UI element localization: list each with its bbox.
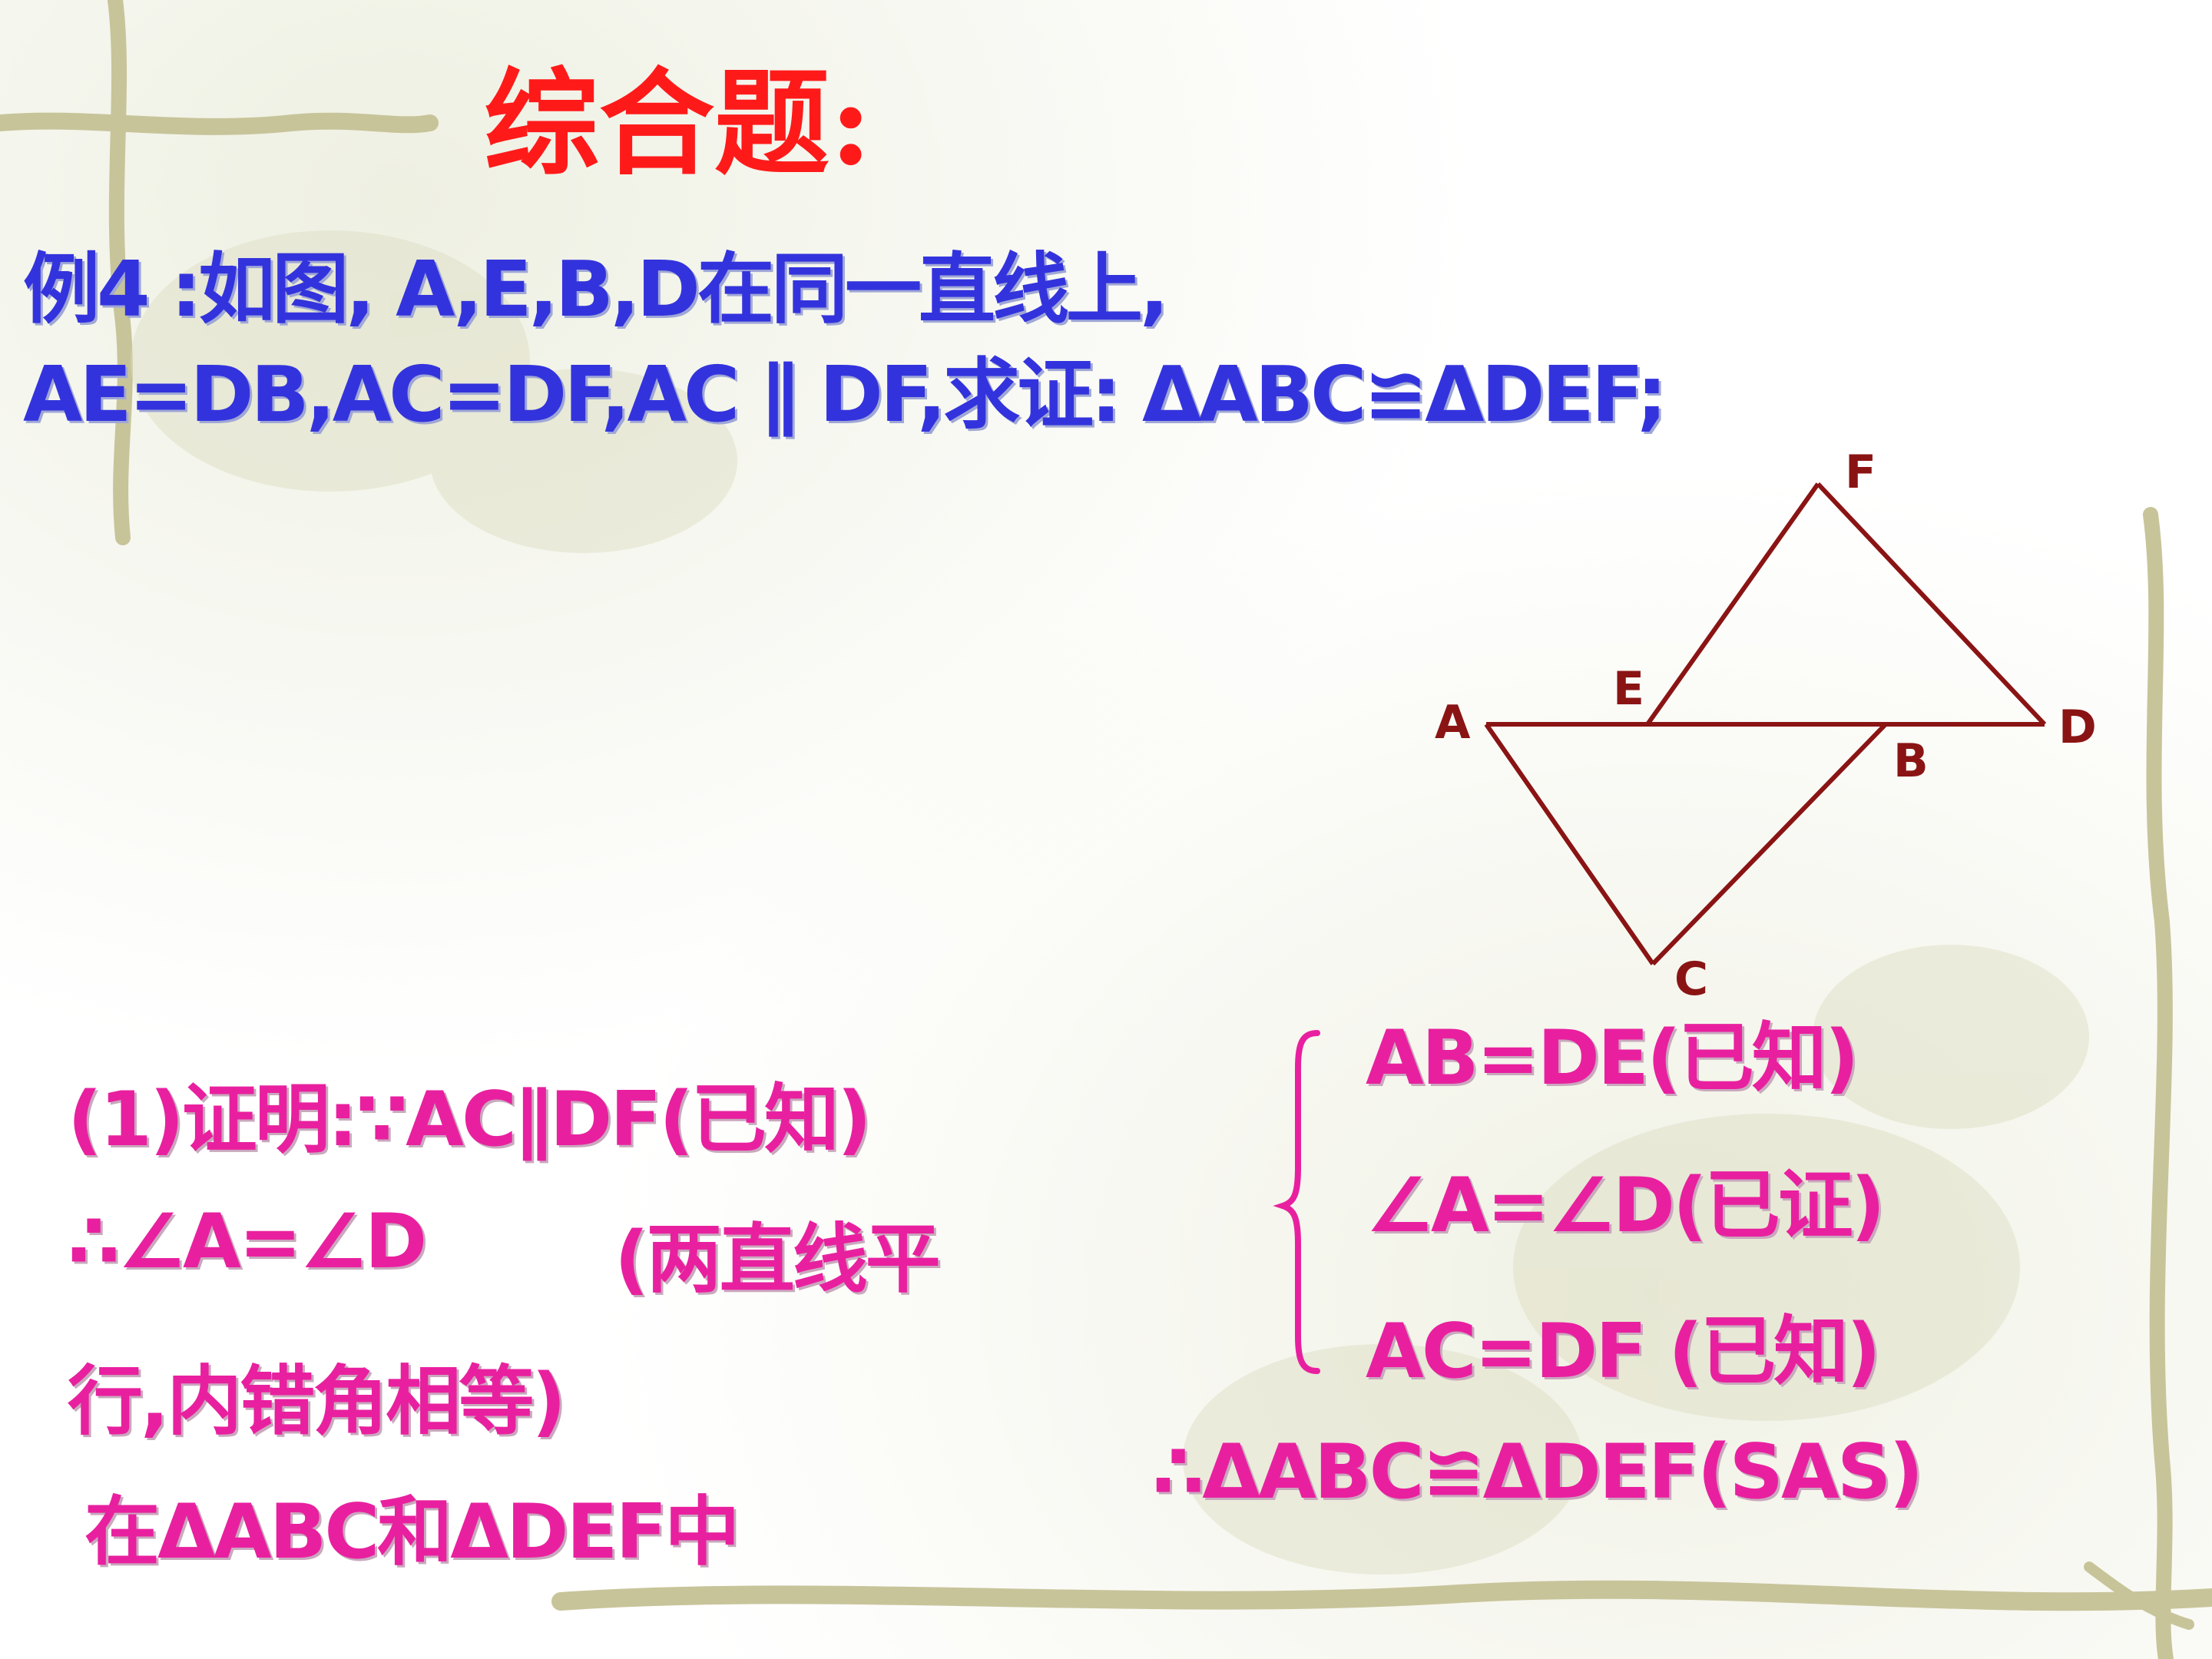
segment-EF — [1645, 482, 1820, 726]
point-label-A: A — [1435, 696, 1471, 750]
conclusion: ∴ΔABC≌ΔDEF(SAS) — [1152, 1429, 1923, 1516]
point-label-F: F — [1845, 445, 1876, 499]
point-label-C: C — [1674, 952, 1709, 1006]
segment-FD — [1816, 482, 2047, 727]
condition-3: AC=DF (已知) — [1366, 1308, 1881, 1396]
proof-line-2a: ∴∠A=∠D — [68, 1198, 427, 1286]
point-label-E: E — [1613, 662, 1644, 716]
segment-CB — [1651, 722, 1888, 966]
proof-line-1: (1)证明:∵AC∥DF(已知) — [68, 1076, 872, 1164]
condition-2: ∠A=∠D(已证) — [1366, 1162, 1886, 1250]
point-label-B: B — [1893, 734, 1929, 788]
proof-line-4: 在ΔABC和ΔDEF中 — [84, 1488, 740, 1576]
slide-title: 综合题: — [484, 56, 873, 191]
condition-1: AB=DE(已知) — [1366, 1015, 1859, 1102]
proof-line-3: 行,内错角相等) — [68, 1358, 566, 1445]
proof-line-2b: (两直线平 — [614, 1216, 941, 1303]
problem-line-1: 例4 :如图, A,E,B,D在同一直线上, — [23, 244, 1169, 334]
point-label-D: D — [2058, 700, 2097, 754]
segment-AC — [1484, 723, 1655, 965]
problem-line-2: AE=DB,AC=DF,AC ∥ DF,求证: ΔABC≌ΔDEF; — [23, 349, 1667, 439]
